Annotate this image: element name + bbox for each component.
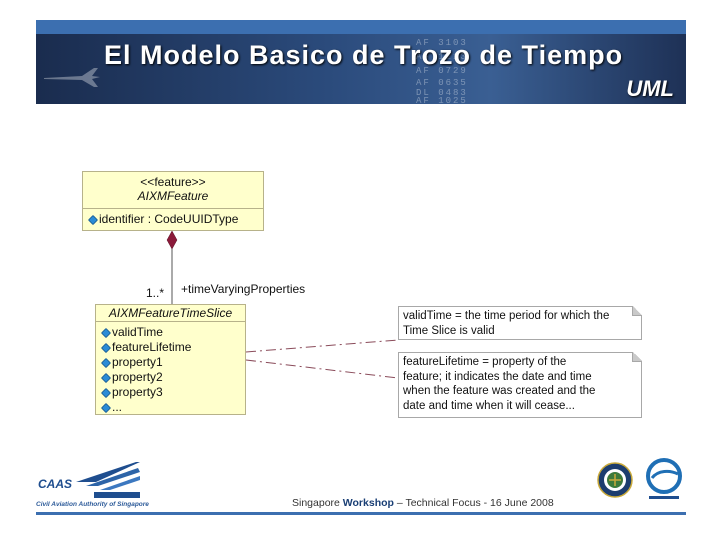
class-stereotype: <<feature>>	[140, 175, 206, 189]
attribute-icon	[100, 387, 112, 398]
class-attribute: identifier : CodeUUIDType	[83, 212, 263, 227]
faa-seal-icon	[597, 462, 633, 498]
footer-event-prefix: Singapore	[292, 497, 343, 509]
class-attribute: ...	[96, 400, 245, 415]
attribute-icon	[100, 357, 112, 368]
note-anchor-lifetime	[245, 359, 399, 379]
class-name: AIXMFeature	[137, 189, 209, 203]
class-attributes: identifier : CodeUUIDType	[83, 209, 263, 227]
uml-class-aixmfeaturetimeslice[interactable]: AIXMFeatureTimeSlice validTime featureLi…	[95, 304, 246, 415]
note-line: date and time when it will cease...	[403, 399, 575, 412]
note-fold-corner	[632, 306, 642, 316]
airplane-icon	[44, 68, 100, 87]
composition-diamond	[166, 230, 178, 250]
note-line: feature; it indicates the date and time	[403, 370, 592, 383]
attribute-label: ...	[112, 400, 123, 414]
uml-note-validtime[interactable]: validTime = the time period for which th…	[398, 306, 642, 340]
deco-code: AF 0729	[416, 66, 468, 76]
class-header: <<feature>> AIXMFeature	[83, 172, 263, 209]
deco-code: AF 1025	[416, 96, 468, 104]
attribute-label: identifier : CodeUUIDType	[99, 212, 239, 226]
attribute-label: property1	[112, 355, 163, 369]
header-banner: AF 3103 AF 1213 AF 0729 AF 0635 DL 0483 …	[36, 34, 686, 104]
caas-logo	[76, 462, 140, 498]
attribute-label: property3	[112, 385, 163, 399]
deco-code: AF 0635	[416, 78, 468, 88]
role-label: +timeVaryingProperties	[181, 282, 306, 296]
deco-code: AF 1213	[416, 52, 468, 62]
class-attributes: validTime featureLifetime property1 prop…	[96, 322, 245, 415]
class-attribute: property1	[96, 355, 245, 370]
deco-code: DL 0483	[416, 88, 468, 98]
class-header: AIXMFeatureTimeSlice	[96, 305, 245, 322]
attribute-icon	[100, 327, 112, 338]
attribute-icon	[100, 402, 112, 413]
attribute-label: validTime	[112, 325, 163, 339]
header-top-stripe	[36, 20, 686, 34]
footer-event-bold: Workshop	[342, 497, 394, 509]
class-attribute: property2	[96, 370, 245, 385]
page-title: El Modelo Basico de Trozo de Tiempo	[104, 40, 624, 70]
deco-code: AF 3103	[416, 38, 468, 48]
note-anchor-validtime	[245, 339, 399, 353]
note-line: validTime = the time period for which th…	[403, 310, 610, 322]
caas-full-name: Civil Aviation Authority of Singapore	[36, 501, 149, 508]
caas-short-name: CAAS	[38, 477, 73, 491]
class-attribute: validTime	[96, 325, 245, 340]
uml-class-aixmfeature[interactable]: <<feature>> AIXMFeature identifier : Cod…	[82, 171, 264, 231]
class-name: AIXMFeatureTimeSlice	[108, 306, 233, 320]
multiplicity-label: 1..*	[146, 286, 165, 300]
note-line: Time Slice is valid	[403, 324, 495, 337]
page-subtitle: UML	[626, 76, 674, 101]
eurocontrol-logo-icon	[646, 458, 682, 499]
note-line: when the feature was created and the	[403, 385, 596, 397]
attribute-label: featureLifetime	[112, 340, 192, 354]
footer-stripe	[36, 512, 686, 515]
class-attribute: featureLifetime	[96, 340, 245, 355]
attribute-icon	[87, 214, 99, 225]
footer-event-text: Singapore Workshop – Technical Focus - 1…	[292, 497, 554, 509]
attribute-icon	[100, 372, 112, 383]
note-fold-corner	[632, 352, 642, 362]
footer-event-suffix: – Technical Focus - 16 June 2008	[393, 497, 554, 509]
uml-note-featurelifetime[interactable]: featureLifetime = property of the featur…	[398, 352, 642, 418]
class-attribute: property3	[96, 385, 245, 400]
attribute-label: property2	[112, 370, 163, 384]
note-line: featureLifetime = property of the	[403, 356, 567, 368]
attribute-icon	[100, 342, 112, 353]
